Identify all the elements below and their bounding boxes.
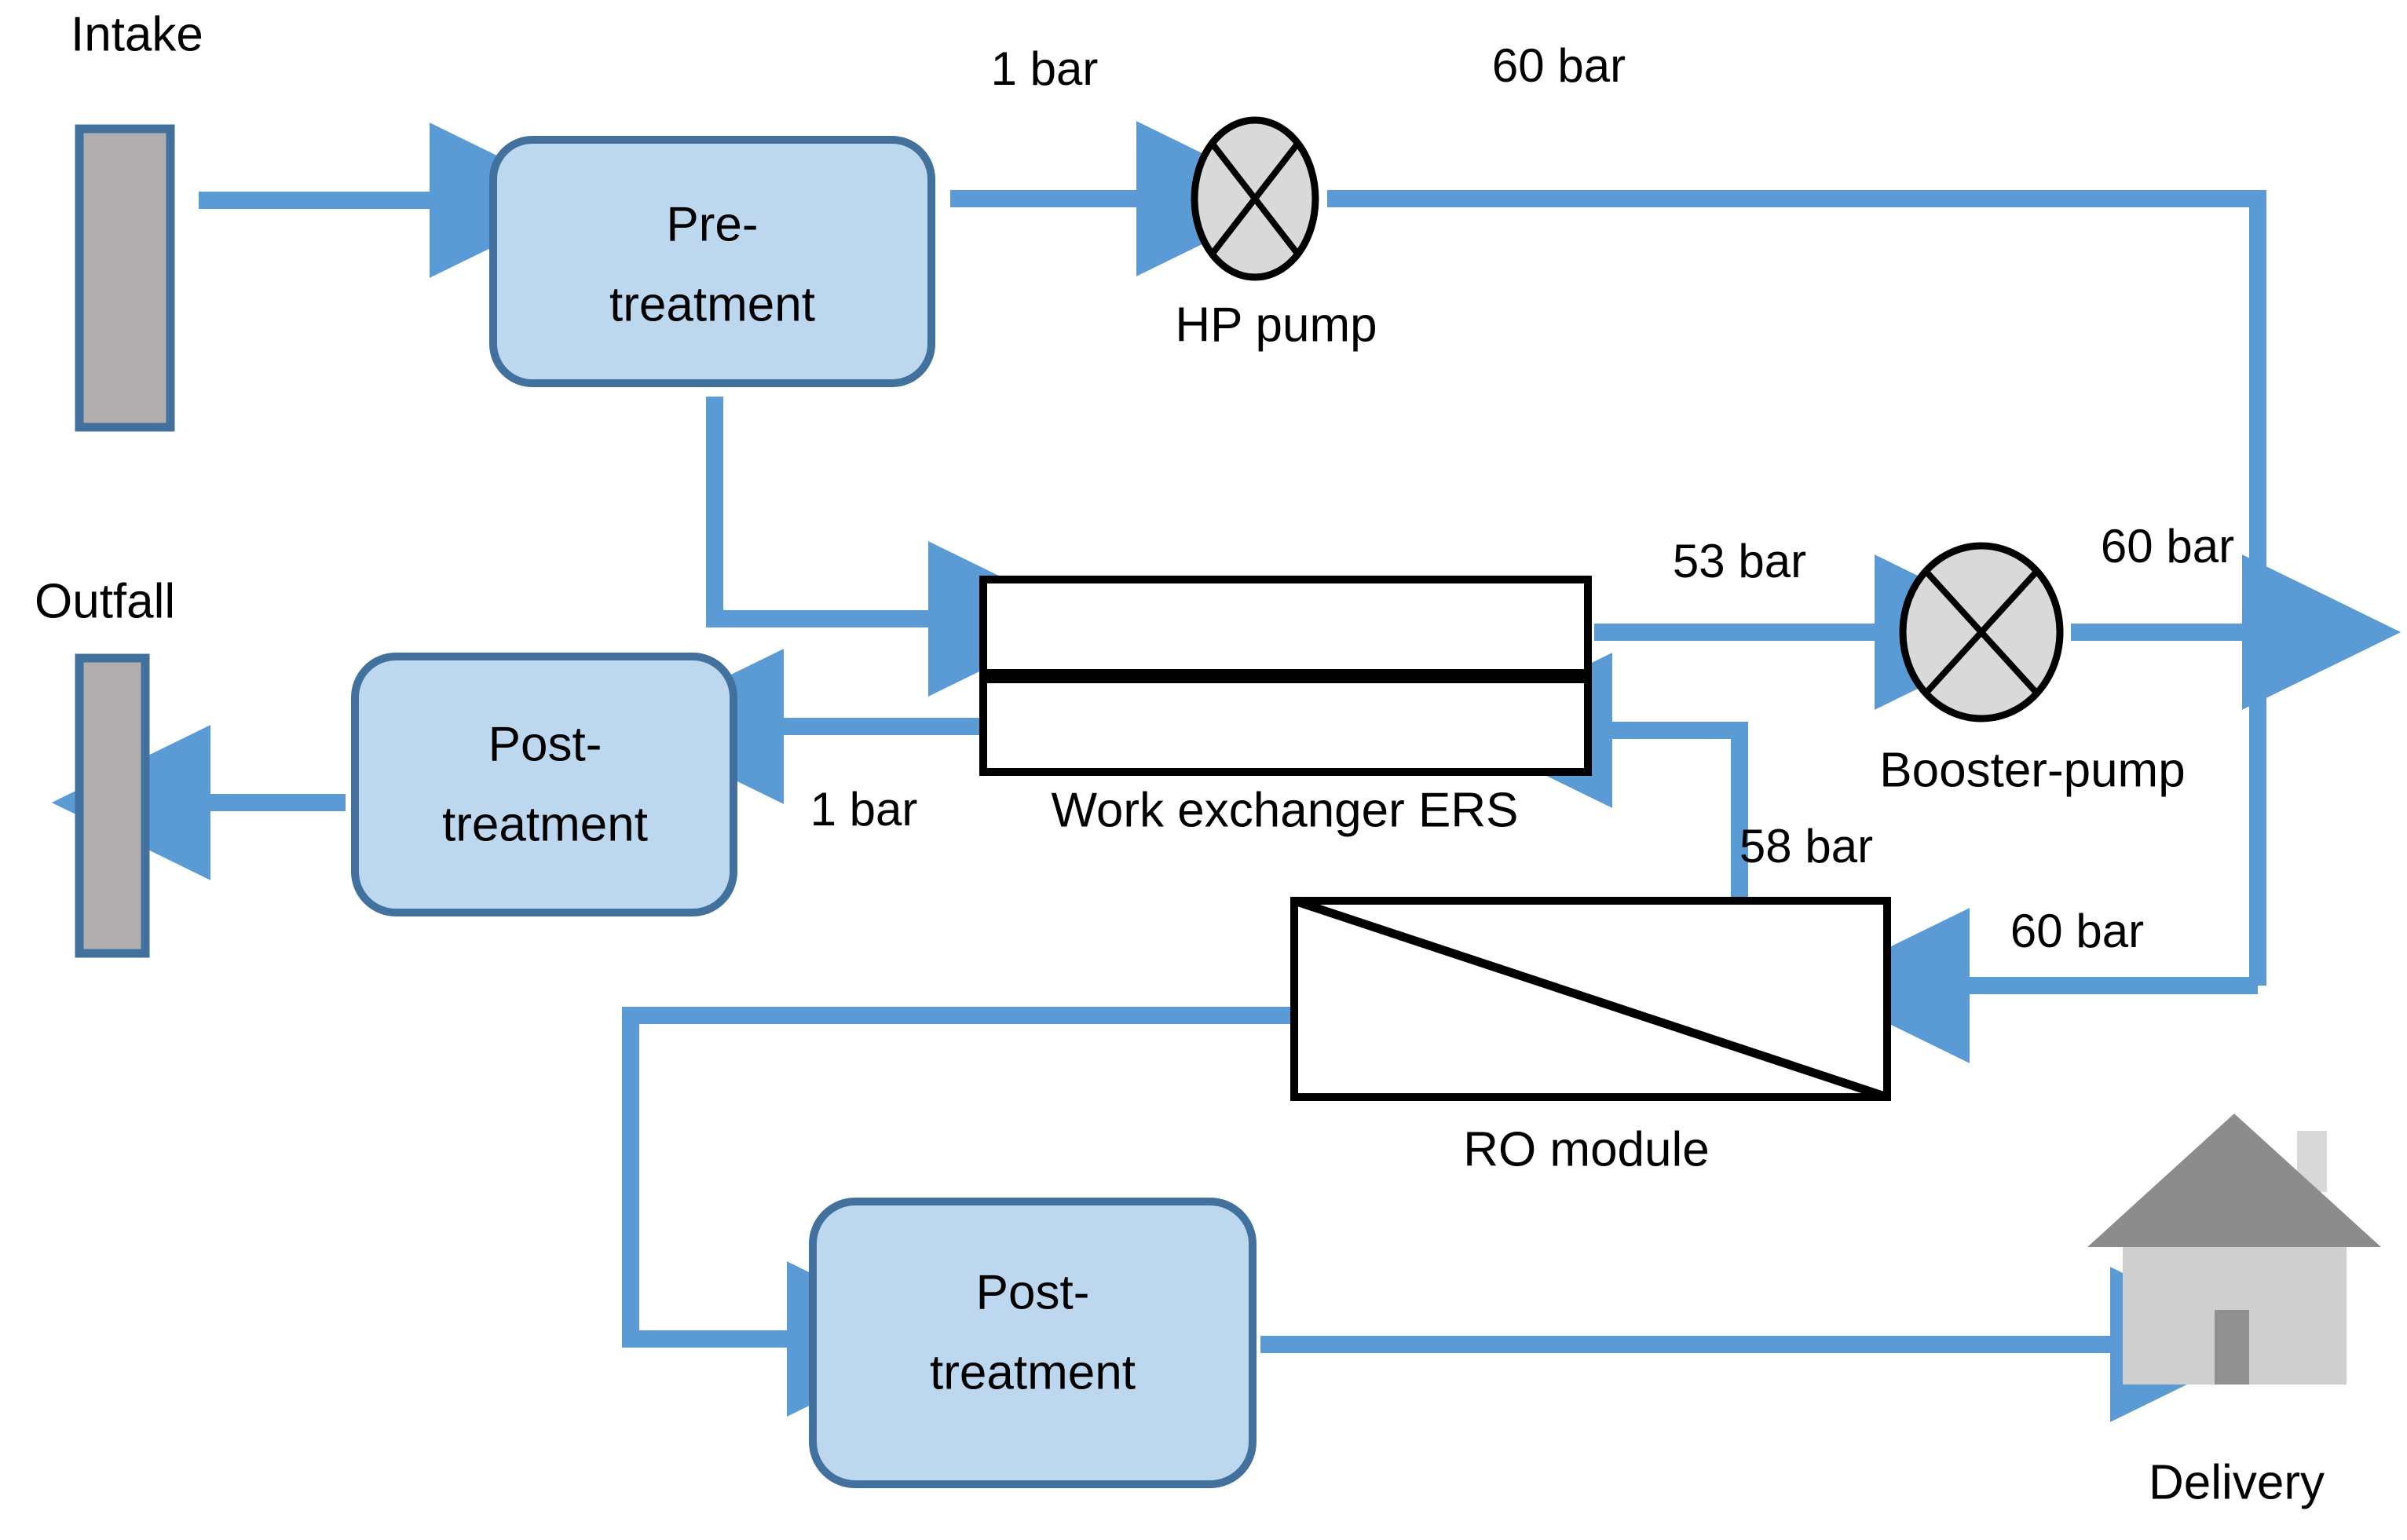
post-treatment-permeate-node[interactable]: Post- treatment [809,1198,1257,1488]
pressure-label-ers-to-booster: 53 bar [1673,535,1806,587]
flow-romodule-brine-to-workexchanger [1453,653,1748,911]
booster-pump-x-stroke-2 [1923,569,2039,696]
hp-pump-device[interactable]: HP pump [1175,116,1377,352]
post-treatment-permeate-label-line2: treatment [930,1345,1136,1399]
flow-connectors [51,121,2402,1422]
delivery-label: Delivery [2149,1455,2325,1509]
pressure-label-feed-to-ro: 60 bar [2010,905,2144,957]
work-exchanger-label: Work exchanger ERS [1052,783,1519,837]
booster-pump-device[interactable]: Booster-pump [1879,542,2186,797]
pre-treatment-node[interactable]: Pre- treatment [489,136,935,387]
ro-module-label: RO module [1463,1122,1710,1176]
post-treatment-permeate-label-line1: Post- [976,1265,1090,1319]
ro-module-diagonal [1293,896,1889,1102]
house-roof-icon [2087,1114,2381,1247]
pressure-label-ro-brine-to-ers: 58 bar [1739,820,1873,872]
pre-treatment-label-line1: Pre- [666,197,758,251]
post-treatment-brine-node[interactable]: Post- treatment [351,653,737,916]
flow-pretreatment-to-workexchanger [706,397,1088,697]
pre-treatment-label-line2: treatment [609,277,815,331]
work-exchanger-device[interactable]: Work exchanger ERS [979,576,1592,837]
outfall-endpoint[interactable]: Outfall [35,574,175,958]
post-treatment-brine-label-line1: Post- [488,717,602,771]
ro-module-device[interactable]: RO module [1290,896,1891,1176]
pressure-labels: 1 bar 60 bar 53 bar 60 bar 1 bar 58 bar … [810,39,2234,957]
pressure-label-ers-to-post: 1 bar [810,783,918,836]
pre-treatment-box [489,136,935,387]
post-treatment-brine-box [351,653,737,916]
flow-romodule-permeate-to-posttreatment [622,1007,1296,1417]
intake-bar-icon [75,124,175,432]
house-door-icon [2215,1310,2249,1385]
outfall-bar-icon [75,653,150,958]
post-treatment-permeate-box [809,1198,1257,1488]
hp-pump-label: HP pump [1175,298,1377,352]
flow-hppump-to-right-rail [1327,190,2266,986]
booster-pump-label: Booster-pump [1879,743,2185,797]
hp-pump-x-stroke-2 [1209,141,1301,257]
pressure-label-hp-out: 60 bar [1492,39,1626,92]
intake-label: Intake [71,7,203,61]
outfall-label: Outfall [35,574,175,628]
intake-endpoint[interactable]: Intake [71,7,203,432]
pressure-label-pretreat-to-hp: 1 bar [991,42,1099,95]
post-treatment-brine-label-line2: treatment [442,797,648,851]
delivery-endpoint[interactable]: Delivery [2087,1114,2381,1509]
pressure-label-booster-out: 60 bar [2101,520,2234,572]
